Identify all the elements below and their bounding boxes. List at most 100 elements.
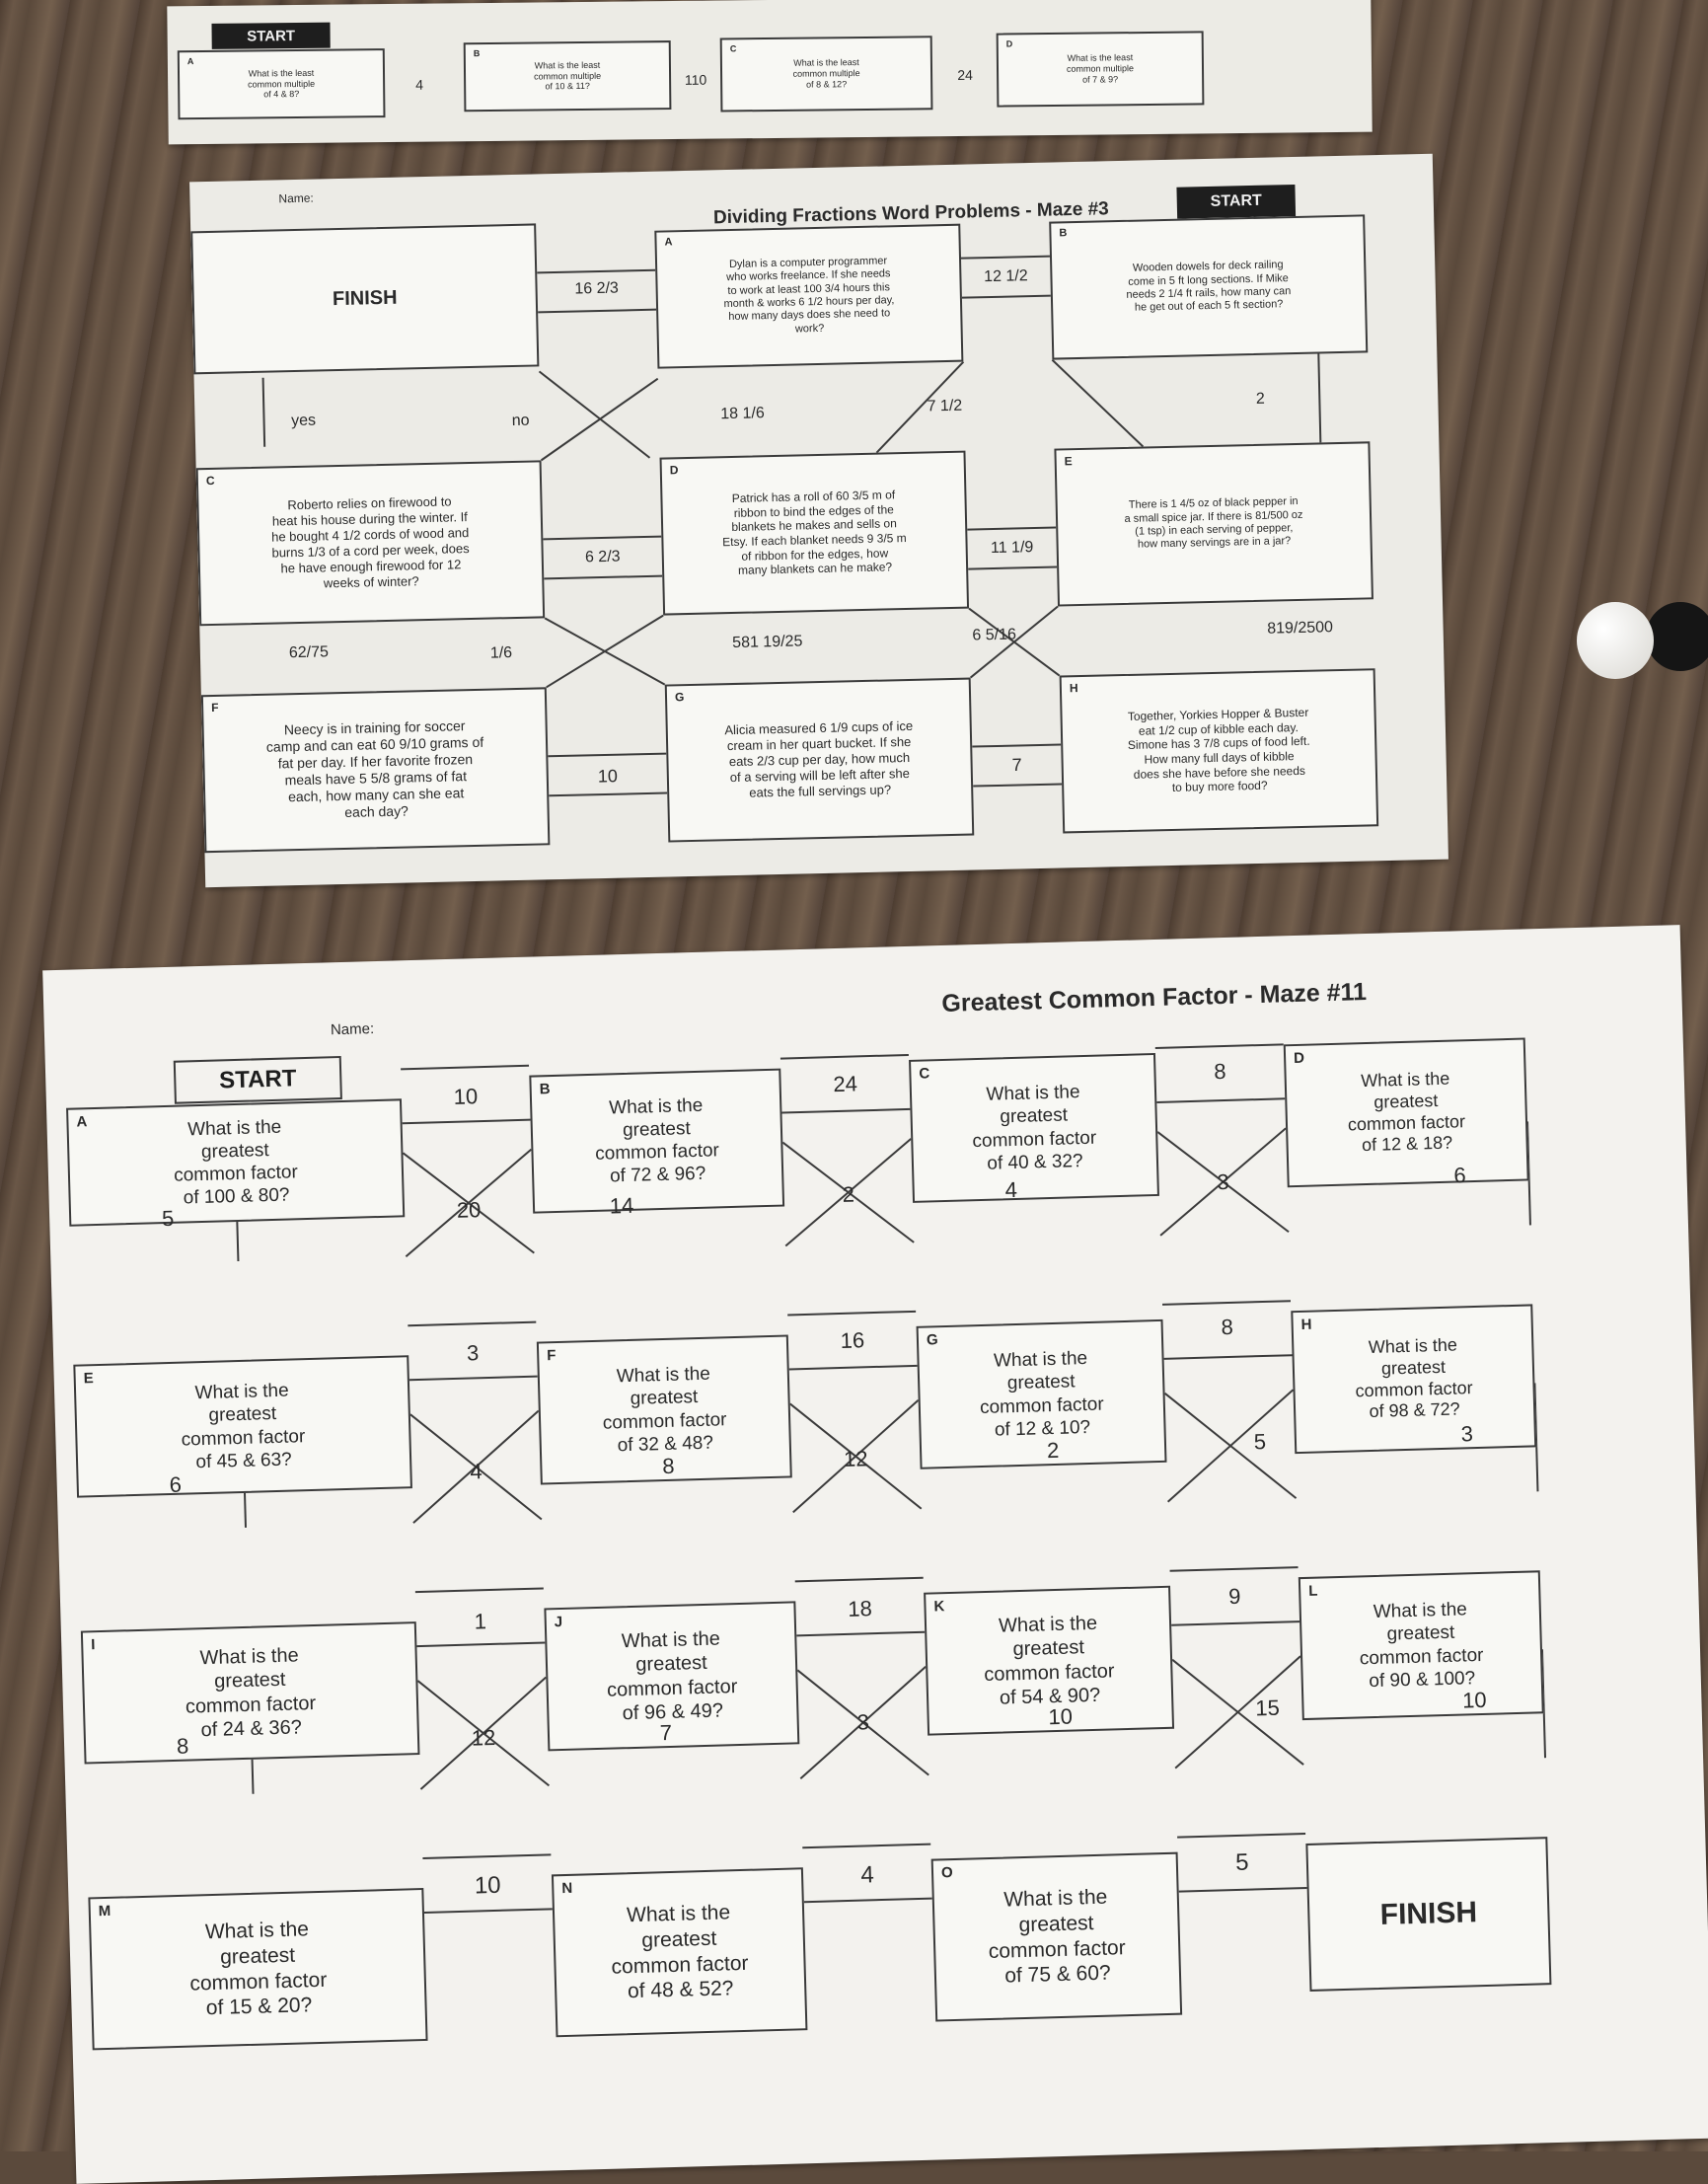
question-text: What is the greatest common factor of 90… (1359, 1599, 1484, 1692)
gcf-start-label: START (173, 1056, 342, 1104)
path-answer: 5 (161, 1205, 175, 1232)
path-answer: 110 (684, 71, 707, 88)
path-answer: 16 (840, 1327, 865, 1353)
question-text: Alicia measured 6 1/9 cups of ice cream … (724, 718, 914, 800)
question-text: What is the greatest common factor of 24… (185, 1644, 317, 1742)
gcf-question-b: B What is the greatest common factor of … (529, 1068, 785, 1214)
path-answer: 10 (474, 1871, 501, 1900)
black-bead-decoration (1646, 602, 1708, 671)
top-question-a: A What is the least common multiple of 4… (177, 48, 386, 120)
path-answer: 9 (1227, 1583, 1241, 1610)
path-answer: 4 (860, 1861, 875, 1889)
fractions-question-h: H Together, Yorkies Hopper & Buster eat … (1059, 668, 1379, 834)
path-answer: 2 (1255, 390, 1265, 408)
fractions-question-b: B Wooden dowels for deck railing come in… (1049, 214, 1369, 360)
question-letter: G (926, 1331, 938, 1349)
fractions-question-g: G Alicia measured 6 1/9 cups of ice crea… (664, 677, 975, 843)
fractions-start-label: START (1176, 184, 1297, 219)
gcf-question-m: M What is the greatest common factor of … (88, 1887, 428, 2051)
fractions-name-label: Name: (278, 190, 314, 206)
finish-label: FINISH (332, 286, 398, 311)
path-answer: 12 1/2 (984, 267, 1028, 286)
path-answer: 2 (1046, 1437, 1060, 1464)
question-text: What is the least common multiple of 10 … (533, 59, 602, 92)
question-letter: I (91, 1636, 96, 1654)
question-text: Roberto relies on firewood to heat his h… (270, 493, 470, 591)
question-letter: D (1293, 1049, 1305, 1068)
question-text: Dylan is a computer programmer who works… (723, 255, 895, 336)
path-answer: 5 (1253, 1428, 1267, 1455)
question-letter: O (940, 1864, 953, 1882)
path-answer: 1/6 (489, 644, 513, 662)
top-question-b: B What is the least common multiple of 1… (463, 40, 672, 113)
question-text: What is the least common multiple of 4 &… (248, 67, 316, 100)
path-answer: 12 (471, 1724, 496, 1751)
question-text: What is the greatest common factor of 10… (173, 1116, 299, 1209)
question-text: Patrick has a roll of 60 3/5 m of ribbon… (722, 488, 907, 578)
path-answer: no (511, 412, 530, 430)
question-letter: A (186, 56, 194, 67)
question-text: What is the greatest common factor of 40… (972, 1082, 1097, 1174)
path-answer: 581 19/25 (732, 633, 803, 652)
question-letter: C (729, 43, 737, 54)
path-answer: 6 (1453, 1163, 1466, 1188)
path-answer: 819/2500 (1267, 619, 1334, 638)
question-text: What is the greatest common factor of 48… (611, 1901, 749, 2003)
gcf-question-n: N What is the greatest common factor of … (551, 1867, 808, 2038)
gcf-question-d: D What is the greatest common factor of … (1283, 1037, 1529, 1188)
path-answer: 6 (169, 1471, 183, 1498)
question-text: Neecy is in training for soccer camp and… (265, 716, 484, 821)
question-text: What is the greatest common factor of 75… (988, 1885, 1126, 1988)
question-letter: A (664, 236, 673, 249)
top-worksheet: START A What is the least common multipl… (167, 0, 1373, 145)
question-letter: B (539, 1081, 551, 1098)
question-letter: J (554, 1613, 563, 1631)
question-text: What is the greatest common factor of 54… (983, 1612, 1115, 1709)
path-answer: 10 (1461, 1687, 1487, 1713)
gcf-question-i: I What is the greatest common factor of … (80, 1621, 420, 1765)
fractions-question-c: C Roberto relies on firewood to heat his… (195, 460, 546, 627)
question-text: What is the greatest common factor of 15… (189, 1918, 328, 2020)
path-answer: 10 (1048, 1703, 1074, 1730)
path-answer: 4 (415, 76, 424, 93)
path-answer: 3 (466, 1340, 480, 1366)
gcf-name-label: Name: (330, 1020, 375, 1039)
question-letter: G (674, 690, 685, 705)
fractions-maze-worksheet: Name: Dividing Fractions Word Problems -… (189, 153, 1448, 888)
path-answer: 8 (1221, 1314, 1234, 1340)
path-answer: 12 (843, 1446, 868, 1471)
question-text: What is the greatest common factor of 45… (181, 1380, 306, 1472)
maze-path-lines (261, 255, 1322, 797)
question-letter: L (1307, 1582, 1318, 1600)
finish-label: FINISH (1379, 1896, 1478, 1931)
path-answer: 1 (474, 1609, 487, 1634)
path-answer: 4 (470, 1459, 483, 1484)
gcf-question-l: L What is the greatest common factor of … (1298, 1570, 1544, 1721)
question-letter: A (76, 1113, 88, 1131)
fractions-finish-box: FINISH (190, 223, 540, 375)
question-letter: D (669, 463, 679, 478)
path-answer: 3 (1460, 1421, 1474, 1447)
path-answer: 8 (1213, 1058, 1226, 1085)
question-letter: F (547, 1347, 557, 1365)
question-text: What is the least common multiple of 7 &… (1066, 52, 1135, 85)
path-answer: 10 (597, 766, 619, 787)
question-letter: D (1005, 38, 1013, 49)
gcf-question-h: H What is the greatest common factor of … (1291, 1304, 1537, 1455)
gcf-question-o: O What is the greatest common factor of … (930, 1851, 1183, 2022)
question-letter: K (933, 1598, 945, 1616)
question-letter: E (1064, 454, 1073, 469)
white-bead-decoration (1577, 602, 1654, 679)
path-answer: 5 (1234, 1848, 1249, 1877)
path-answer: 18 (847, 1596, 873, 1621)
path-answer: 7 (1011, 754, 1022, 776)
question-letter: M (98, 1902, 111, 1920)
path-answer: yes (290, 412, 317, 430)
question-text: What is the greatest common factor of 12… (979, 1348, 1104, 1441)
question-letter: F (210, 700, 219, 715)
question-text: What is the greatest common factor of 32… (602, 1363, 727, 1457)
question-letter: N (561, 1879, 573, 1898)
path-answer: 7 (659, 1719, 673, 1746)
path-answer: 3 (1217, 1168, 1230, 1195)
question-text: Together, Yorkies Hopper & Buster eat 1/… (1127, 705, 1310, 795)
